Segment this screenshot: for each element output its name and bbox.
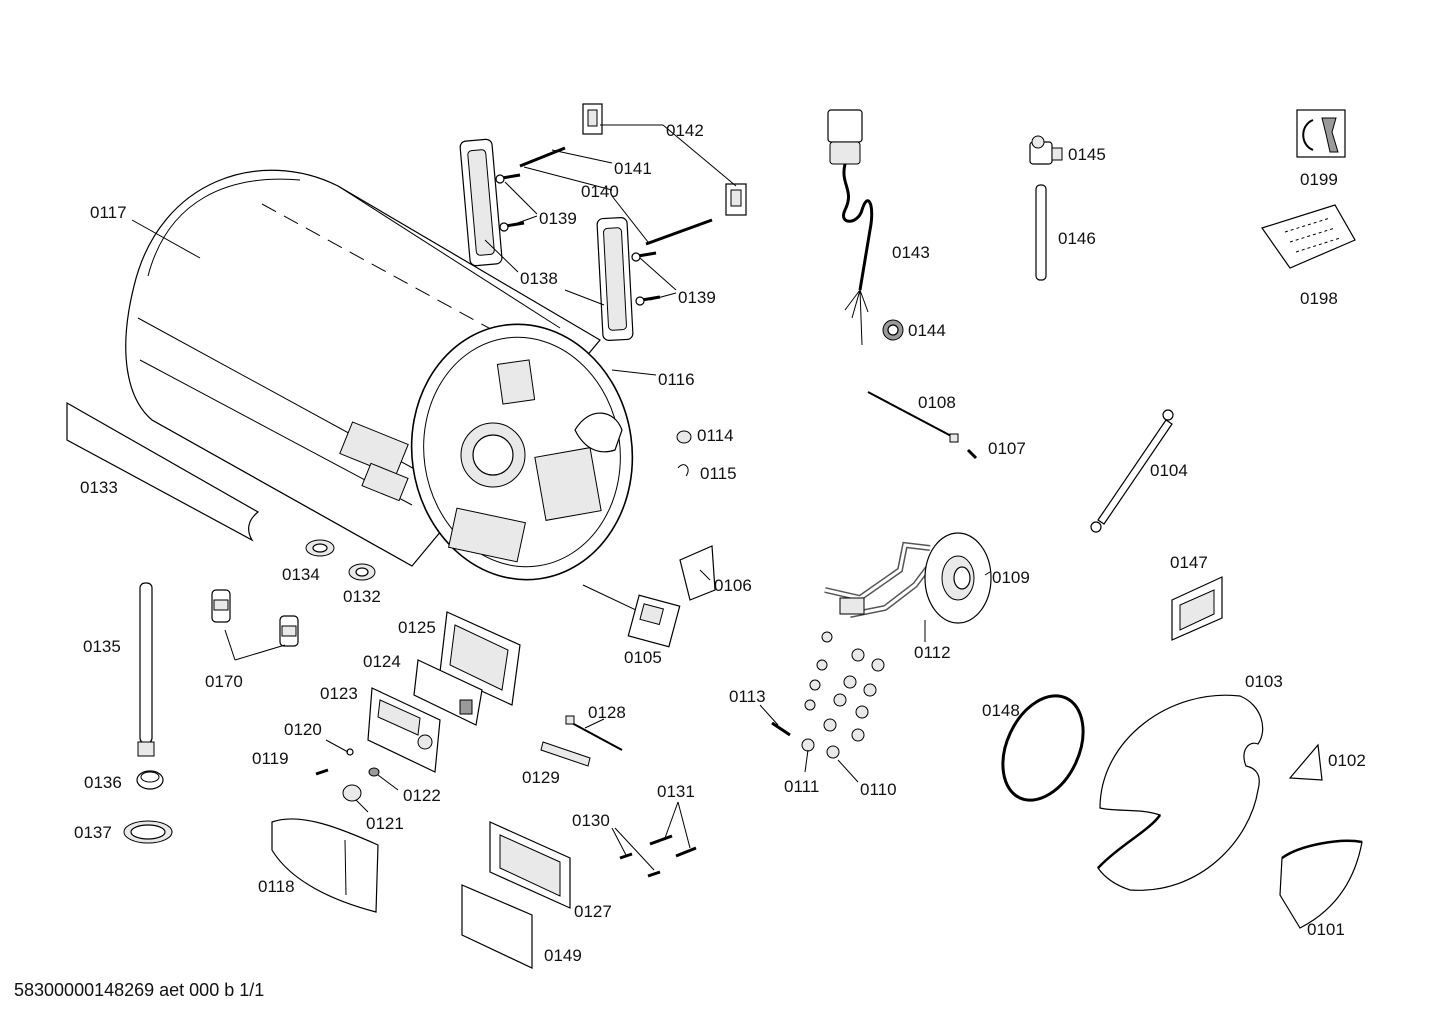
callout-0136: 0136 — [84, 773, 122, 792]
callout-0108: 0108 — [918, 393, 956, 412]
callout-0132: 0132 — [343, 587, 381, 606]
strip-part — [66, 401, 260, 542]
control-panel-part — [439, 611, 521, 706]
thermostat-part — [582, 584, 681, 648]
mounting-bracket-left — [459, 138, 503, 267]
callout-0120: 0120 — [284, 720, 322, 739]
callout-0102: 0102 — [1328, 751, 1366, 770]
callout-0125: 0125 — [398, 618, 436, 637]
callout-0113: 0113 — [729, 687, 766, 706]
callout-0134: 0134 — [282, 565, 320, 584]
callout-0109: 0109 — [992, 568, 1030, 587]
callout-0114: 0114 — [697, 426, 734, 445]
cover-sheet-part — [461, 884, 533, 969]
callout-0107: 0107 — [988, 439, 1026, 458]
callout-0104: 0104 — [1150, 461, 1188, 480]
display-panel-part — [367, 687, 441, 773]
grommet-part — [882, 319, 904, 341]
callout-0129: 0129 — [522, 768, 560, 787]
small-cover-part — [1288, 743, 1323, 781]
callout-0116: 0116 — [658, 370, 695, 389]
anode-rod-part — [137, 582, 155, 757]
callout-0130: 0130 — [572, 811, 610, 830]
callout-0118: 0118 — [258, 877, 295, 896]
valve-part — [1029, 135, 1063, 165]
control-board-part — [413, 659, 483, 726]
callout-0119: 0119 — [252, 749, 289, 768]
tool-icon-part — [1296, 109, 1346, 158]
callout-0149: 0149 — [544, 946, 582, 965]
front-cover-part — [271, 818, 379, 913]
seal-ring-part — [1001, 694, 1085, 802]
callout-0147: 0147 — [1170, 553, 1208, 572]
callout-0103: 0103 — [1245, 672, 1283, 691]
box-part — [1171, 576, 1223, 641]
callout-0199: 0199 — [1300, 170, 1338, 189]
leader-lines — [131, 124, 991, 871]
callout-0135: 0135 — [83, 637, 121, 656]
bracket-part — [679, 545, 716, 601]
callout-0141: 0141 — [614, 159, 652, 178]
callout-0139-lower: 0139 — [678, 288, 716, 307]
gasket-part — [123, 820, 173, 844]
small-parts-cluster — [315, 748, 380, 802]
ring-part-a — [305, 539, 335, 557]
callout-0138: 0138 — [520, 269, 558, 288]
callout-0121: 0121 — [366, 814, 404, 833]
anode-cable-part — [1090, 409, 1174, 533]
callout-0144: 0144 — [908, 321, 946, 340]
callout-labels: 0142 0141 0140 0139 0117 0138 0139 0143 … — [74, 121, 1366, 965]
heating-element-part — [824, 541, 933, 618]
callout-0139-upper: 0139 — [539, 209, 577, 228]
callout-0117: 0117 — [90, 203, 127, 222]
callout-0170: 0170 — [205, 672, 243, 691]
callout-0198: 0198 — [1300, 289, 1338, 308]
fastener-bag-part — [1261, 204, 1356, 269]
callout-0124: 0124 — [363, 652, 401, 671]
callout-0115: 0115 — [700, 464, 737, 483]
screws-part — [619, 834, 697, 878]
sensor-rod-part — [867, 391, 959, 443]
callout-0145: 0145 — [1068, 145, 1106, 164]
callout-0143: 0143 — [892, 243, 930, 262]
callout-0127: 0127 — [574, 902, 612, 921]
wall-clips — [582, 103, 747, 216]
screw-part — [966, 448, 978, 460]
frame-part — [489, 821, 571, 909]
callout-0128: 0128 — [588, 703, 626, 722]
nut-part-b — [136, 770, 164, 790]
bar-part — [540, 741, 591, 767]
pipe-part — [1035, 184, 1047, 281]
callout-0106: 0106 — [714, 576, 752, 595]
fittings-part — [211, 589, 299, 647]
thermostat-assembly — [827, 109, 874, 346]
callout-0146: 0146 — [1058, 229, 1096, 248]
callout-0137: 0137 — [74, 823, 112, 842]
clip-part — [677, 464, 689, 477]
callout-0112: 0112 — [914, 643, 951, 662]
callout-0122: 0122 — [403, 786, 441, 805]
callout-0123: 0123 — [320, 684, 358, 703]
callout-0148: 0148 — [982, 701, 1020, 720]
callout-0101: 0101 — [1307, 920, 1345, 939]
document-code: 58300000148269 aet 000 b 1/1 — [14, 980, 265, 1000]
callout-0105: 0105 — [624, 648, 662, 667]
callout-0142: 0142 — [666, 121, 704, 140]
callout-0110: 0110 — [860, 780, 897, 799]
rod-part-small — [565, 715, 623, 751]
outer-cover-part — [1097, 694, 1264, 891]
tank-drawing — [125, 169, 634, 581]
flange-part — [924, 532, 992, 624]
mounting-bracket-right — [596, 217, 634, 341]
nut-part — [676, 430, 692, 444]
callout-0140: 0140 — [581, 182, 619, 201]
callout-0133: 0133 — [80, 478, 118, 497]
ring-part-b — [348, 563, 376, 581]
callout-0131: 0131 — [657, 782, 695, 801]
studs-and-nuts — [771, 631, 885, 759]
callout-0111: 0111 — [784, 777, 819, 796]
side-cover-part — [1279, 839, 1363, 929]
